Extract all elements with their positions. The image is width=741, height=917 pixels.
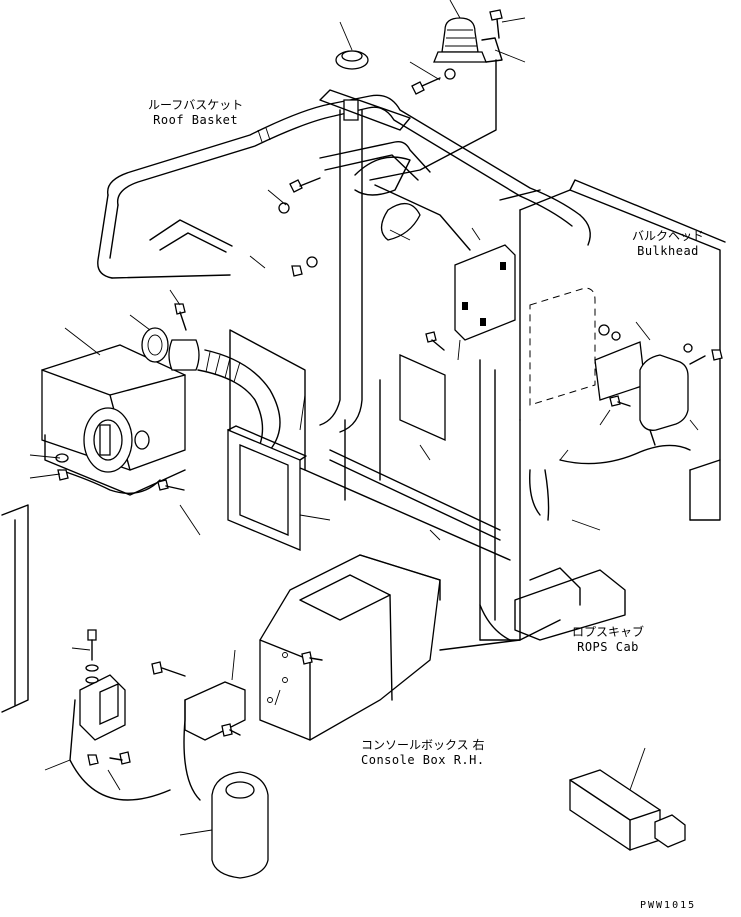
bulkhead-label-jp: バルクヘッド: [632, 229, 705, 243]
switch-assembly: [1, 504, 269, 879]
rops-cab-label-en: ROPS Cab: [577, 640, 639, 654]
roof-grommet: [335, 50, 369, 70]
roof-basket-label-jp: ルーフバスケット: [148, 98, 244, 112]
console-box-label-en: Console Box R.H.: [361, 753, 485, 767]
roof-basket-label-en: Roof Basket: [153, 113, 239, 127]
rops-cab-label: ロプスキャブ ROPS Cab: [572, 625, 644, 655]
heater-unit: [41, 344, 186, 496]
console-box-label-jp: コンソールボックス 右: [361, 738, 485, 752]
flex-hose: [141, 327, 281, 456]
fasteners: [55, 9, 723, 766]
rops-cab-label-jp: ロプスキャブ: [572, 625, 645, 639]
console-box-rh: [259, 554, 441, 741]
leader-lines: [29, 0, 699, 836]
drawing-code: PWW1015: [640, 900, 697, 911]
bulkhead-panel: [519, 179, 726, 521]
rops-cab-structure: [229, 329, 691, 651]
bulkhead-label-en: Bulkhead: [637, 244, 699, 258]
square-gasket: [227, 425, 307, 551]
roof-basket-label: ルーフバスケット Roof Basket: [148, 98, 243, 128]
beacon-lamp: [369, 17, 503, 181]
air-duct: [319, 89, 421, 433]
brackets: [399, 244, 689, 446]
tool-part: [569, 769, 686, 851]
console-box-label: コンソールボックス 右 Console Box R.H.: [361, 738, 485, 768]
bulkhead-label: バルクヘッド Bulkhead: [632, 229, 704, 259]
